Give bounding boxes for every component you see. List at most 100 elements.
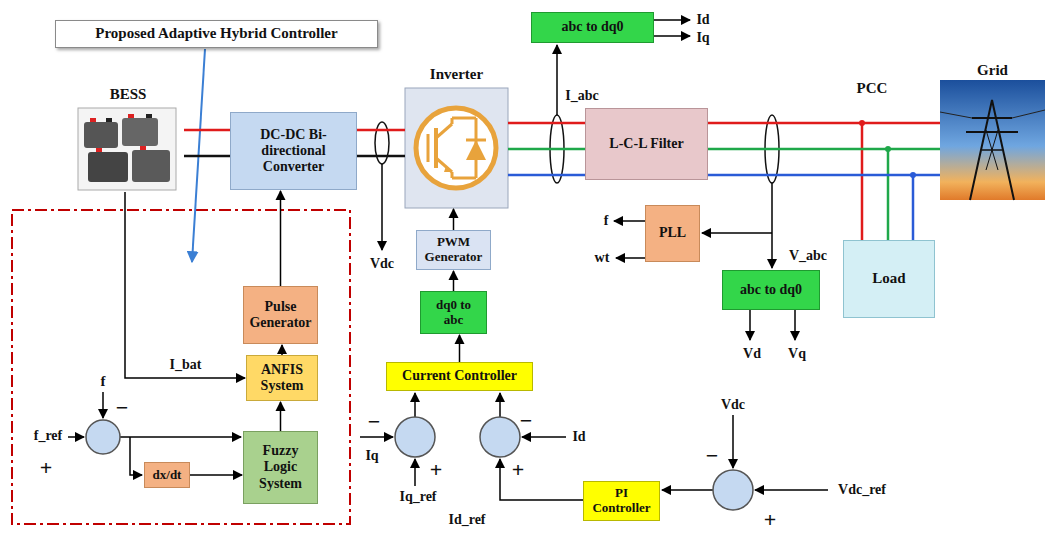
signal-arrow — [190, 474, 242, 476]
inverter-picture — [405, 88, 508, 208]
signal-arrow — [280, 191, 282, 286]
battery-picture — [132, 150, 170, 182]
callout-box: Proposed Adaptive Hybrid Controller — [55, 20, 378, 48]
node-text: PLL — [659, 225, 686, 241]
battery-picture — [84, 122, 118, 148]
text-group: Inverter — [426, 64, 487, 85]
power-wire — [357, 129, 405, 132]
signal-label: wt — [595, 251, 610, 265]
grid-picture — [940, 112, 972, 118]
signal-label: Vd — [743, 347, 761, 361]
signal-line — [120, 436, 241, 438]
battery-picture — [146, 114, 152, 118]
signal-arrow — [453, 271, 455, 291]
process-box: dx/dt — [144, 462, 190, 488]
node-text: Inverter — [430, 66, 483, 83]
signal-label: Id_ref — [448, 513, 485, 527]
controller-box: PI Controller — [583, 481, 660, 521]
sign-label: + — [430, 459, 443, 481]
node-text: L-C-L Filter — [609, 136, 683, 152]
signal-arrow — [280, 402, 282, 431]
sign-label: − — [706, 445, 719, 467]
inverter-picture — [452, 177, 476, 180]
node-text: BESS — [110, 86, 147, 103]
inverter-picture — [466, 139, 486, 142]
text-group: Pulse Generator — [244, 297, 317, 333]
battery-picture — [140, 146, 146, 150]
power-wire — [508, 122, 585, 125]
text-group: PWM Generator — [417, 233, 490, 267]
inverter-node: Inverter — [405, 64, 508, 208]
signal-label: Vdc_ref — [838, 483, 886, 497]
inverter-picture — [405, 88, 508, 208]
signal-label: Iq — [365, 449, 378, 463]
process-box: Fuzzy Logic System — [243, 431, 318, 504]
signal-line — [616, 257, 645, 259]
signal-line — [360, 436, 393, 438]
signal-line — [68, 20, 828, 500]
grid-picture — [986, 130, 998, 170]
sign-label: + — [40, 457, 53, 479]
signal-line — [522, 436, 566, 438]
signal-label: I_abc — [565, 89, 598, 103]
text-group: Grid — [973, 60, 1012, 81]
grid-picture — [940, 80, 1045, 200]
signal-label: f — [604, 214, 609, 228]
battery-picture — [96, 148, 102, 152]
signal-line — [654, 19, 690, 21]
signal-line — [732, 415, 734, 468]
transform-box: abc to dq0 — [531, 12, 654, 43]
grid-picture — [1012, 110, 1045, 118]
converter-box: DC-DC Bi-directional Converter — [230, 112, 357, 190]
inverter-picture — [436, 158, 452, 172]
transform-box: dq0 to abc — [420, 291, 487, 334]
sign-label: − — [368, 411, 381, 433]
node-text: abc to dq0 — [561, 19, 623, 35]
text-group: DC-DC Bi-directional Converter — [231, 125, 356, 177]
grid-picture — [986, 130, 998, 170]
text-group: Proposed Adaptive Hybrid Controller — [91, 23, 341, 44]
signal-label: Id — [572, 430, 585, 444]
signal-line — [381, 164, 383, 250]
signal-line — [499, 393, 501, 417]
sign-label: − — [520, 410, 533, 432]
signal-arrow — [459, 335, 461, 362]
pcc-tap — [887, 149, 890, 240]
power-wire — [708, 123, 940, 175]
node-text: abc to dq0 — [740, 282, 802, 298]
battery-picture — [128, 114, 134, 118]
signal-label: PCC — [857, 81, 888, 96]
node-text: Load — [872, 270, 905, 287]
battery-picture — [106, 118, 112, 122]
node-text: PWM Generator — [421, 235, 486, 265]
node-text: Fuzzy Logic System — [248, 443, 313, 491]
sign-label: + — [764, 509, 777, 531]
process-box: ANFIS System — [246, 355, 318, 401]
power-wire — [184, 129, 230, 132]
summing-junction — [480, 417, 520, 457]
load-box: Load — [843, 240, 935, 318]
pcc-tap — [912, 175, 915, 240]
signal-label: V_abc — [789, 249, 827, 263]
signal-line — [130, 437, 142, 475]
summing-junction — [86, 420, 120, 454]
grid-node: Grid — [940, 60, 1045, 200]
power-wire — [357, 155, 405, 158]
text-group: Load — [868, 268, 909, 289]
node-text: dx/dt — [153, 468, 182, 483]
power-wire — [708, 148, 940, 151]
signal-line — [771, 183, 773, 268]
power-wire — [508, 174, 585, 177]
battery-picture — [78, 108, 176, 190]
text-group: abc to dq0 — [557, 17, 627, 37]
pcc-tap — [859, 120, 916, 240]
filter-box: L-C-L Filter — [585, 108, 708, 180]
signal-label: Vq — [788, 347, 806, 361]
power-wire — [708, 174, 940, 177]
node-text: Current Controller — [402, 368, 517, 384]
signal-line — [414, 393, 416, 417]
pll-box: PLL — [645, 205, 700, 262]
current-sensor — [375, 122, 389, 164]
text-group: PI Controller — [584, 484, 659, 518]
